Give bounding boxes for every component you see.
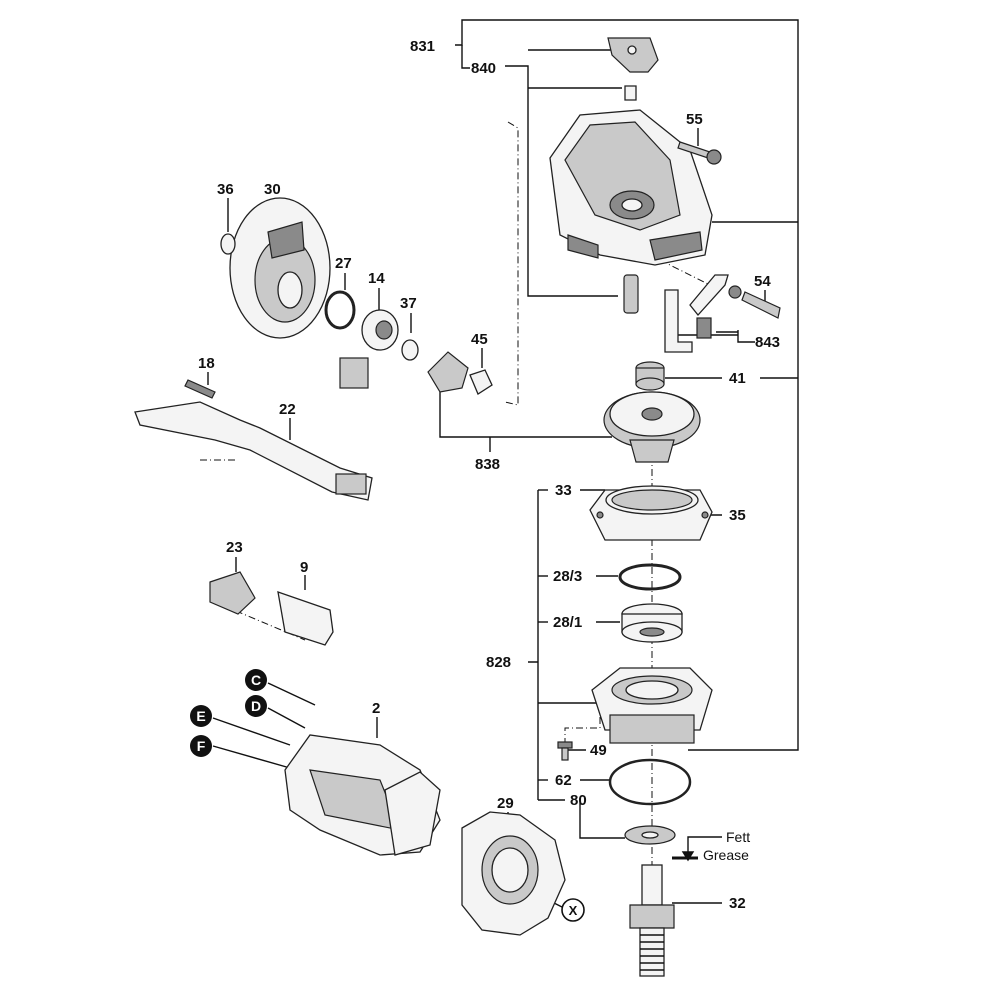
lever-part <box>664 274 781 353</box>
washer-80-part <box>624 825 676 845</box>
washer-36-part <box>220 233 236 255</box>
marker-c: C <box>245 669 267 691</box>
label-80: 80 <box>570 792 587 809</box>
motor-housing-part <box>284 734 441 856</box>
small-part-box <box>339 357 369 389</box>
label-36: 36 <box>217 181 234 198</box>
label-62: 62 <box>555 772 572 789</box>
label-33: 33 <box>555 482 572 499</box>
label-fett: Fett <box>726 829 750 845</box>
switch-23-part <box>209 571 256 615</box>
label-831: 831 <box>410 38 435 55</box>
guard-disc-part <box>229 197 331 339</box>
marker-c-text: C <box>251 672 261 688</box>
marker-e: E <box>190 705 212 727</box>
label-29: 29 <box>497 795 514 812</box>
switch-rod-part <box>134 379 373 501</box>
wire-markers: C D E F X <box>190 669 585 922</box>
label-32: 32 <box>729 895 746 912</box>
marker-x: X <box>561 898 585 922</box>
label-9: 9 <box>300 559 308 576</box>
marker-x-text: X <box>569 903 578 918</box>
guard-29-part <box>461 811 566 936</box>
part-drawings <box>134 37 781 977</box>
label-27: 27 <box>335 255 352 272</box>
bevel-gear-part <box>603 391 701 463</box>
label-828: 828 <box>486 654 511 671</box>
label-18: 18 <box>198 355 215 372</box>
label-55: 55 <box>686 111 703 128</box>
label-grease: Grease <box>703 847 749 863</box>
label-22: 22 <box>279 401 296 418</box>
label-2: 2 <box>372 700 380 717</box>
marker-f-text: F <box>197 738 206 754</box>
leader-lines <box>207 19 799 908</box>
spindle-part <box>629 864 675 977</box>
part-number-labels: 831 840 55 36 30 27 14 37 45 54 843 41 1… <box>198 38 780 912</box>
flange-35-part <box>589 485 713 541</box>
ring-27-part <box>324 290 356 330</box>
label-28-1: 28/1 <box>553 614 582 631</box>
label-28-3: 28/3 <box>553 568 582 585</box>
label-41: 41 <box>729 370 746 387</box>
marker-d: D <box>245 695 267 717</box>
screw-55-part <box>677 141 722 165</box>
label-840: 840 <box>471 60 496 77</box>
marker-e-text: E <box>196 708 205 724</box>
label-843: 843 <box>755 334 780 351</box>
bearing-28-1-part <box>621 603 683 643</box>
label-30: 30 <box>264 181 281 198</box>
label-35: 35 <box>729 507 746 524</box>
label-54: 54 <box>754 273 771 290</box>
bush-41-part <box>635 361 665 391</box>
marker-f: F <box>190 735 212 757</box>
label-23: 23 <box>226 539 243 556</box>
clip-part <box>607 37 659 101</box>
o-ring-part <box>608 758 692 806</box>
bearing-flange-part <box>591 667 713 744</box>
label-9-part <box>277 591 334 646</box>
pinion-part <box>427 351 493 395</box>
bearing-14-part <box>361 309 399 351</box>
label-49: 49 <box>590 742 607 759</box>
label-37: 37 <box>400 295 417 312</box>
washer-37-part <box>401 339 419 361</box>
label-45: 45 <box>471 331 488 348</box>
marker-d-text: D <box>251 698 261 714</box>
label-838: 838 <box>475 456 500 473</box>
gear-housing-part <box>549 109 713 314</box>
label-14: 14 <box>368 270 385 287</box>
circlip-part <box>618 563 682 591</box>
screw-49-part <box>557 741 573 761</box>
